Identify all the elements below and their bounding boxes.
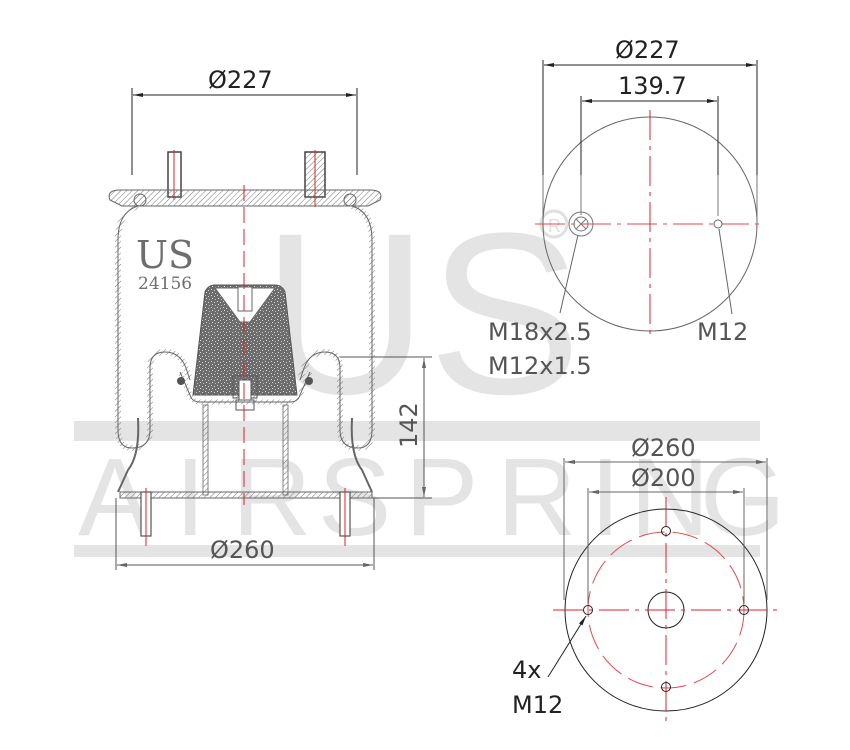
watermark-us-text: US [262,185,582,442]
svg-text:G: G [700,436,786,559]
top-view-left-callout-1: M18x2.5 [488,318,592,346]
bolt-hole-icon [661,682,671,692]
logo-part-number: 24156 [138,274,192,294]
bottom-callout-thread: M12 [512,691,563,719]
bolt-hole-icon [661,526,671,536]
bottom-outer-diameter-label: Ø260 [631,434,696,462]
side-height-label: 142 [395,402,423,448]
logo-brand: US [136,233,194,277]
bottom-bolt-circle-label: Ø200 [631,464,696,492]
svg-text:I: I [590,436,621,559]
top-view-spacing-label: 139.7 [618,72,687,100]
stud-hole-icon [713,219,723,229]
bottom-callout-count: 4x [512,656,541,684]
air-inlet-port-icon [568,211,594,237]
bolt-hole-icon [583,605,593,615]
bolt-hole-icon [739,605,749,615]
top-view-diameter-label: Ø227 [615,36,680,64]
watermark-band-top [74,421,760,441]
side-bottom-diameter-label: Ø260 [210,536,275,564]
side-view: Ø227 [108,66,432,570]
top-view: Ø227 139.7 M18x2.5 M12x1.5 M12 [488,36,765,380]
top-view-left-callout-2: M12x1.5 [488,352,592,380]
bottom-view: Ø260 Ø200 4x M12 [512,434,779,722]
svg-text:R: R [497,436,576,559]
top-view-right-callout: M12 [697,318,748,346]
side-top-diameter-label: Ø227 [208,66,273,94]
svg-text:R: R [548,216,561,236]
